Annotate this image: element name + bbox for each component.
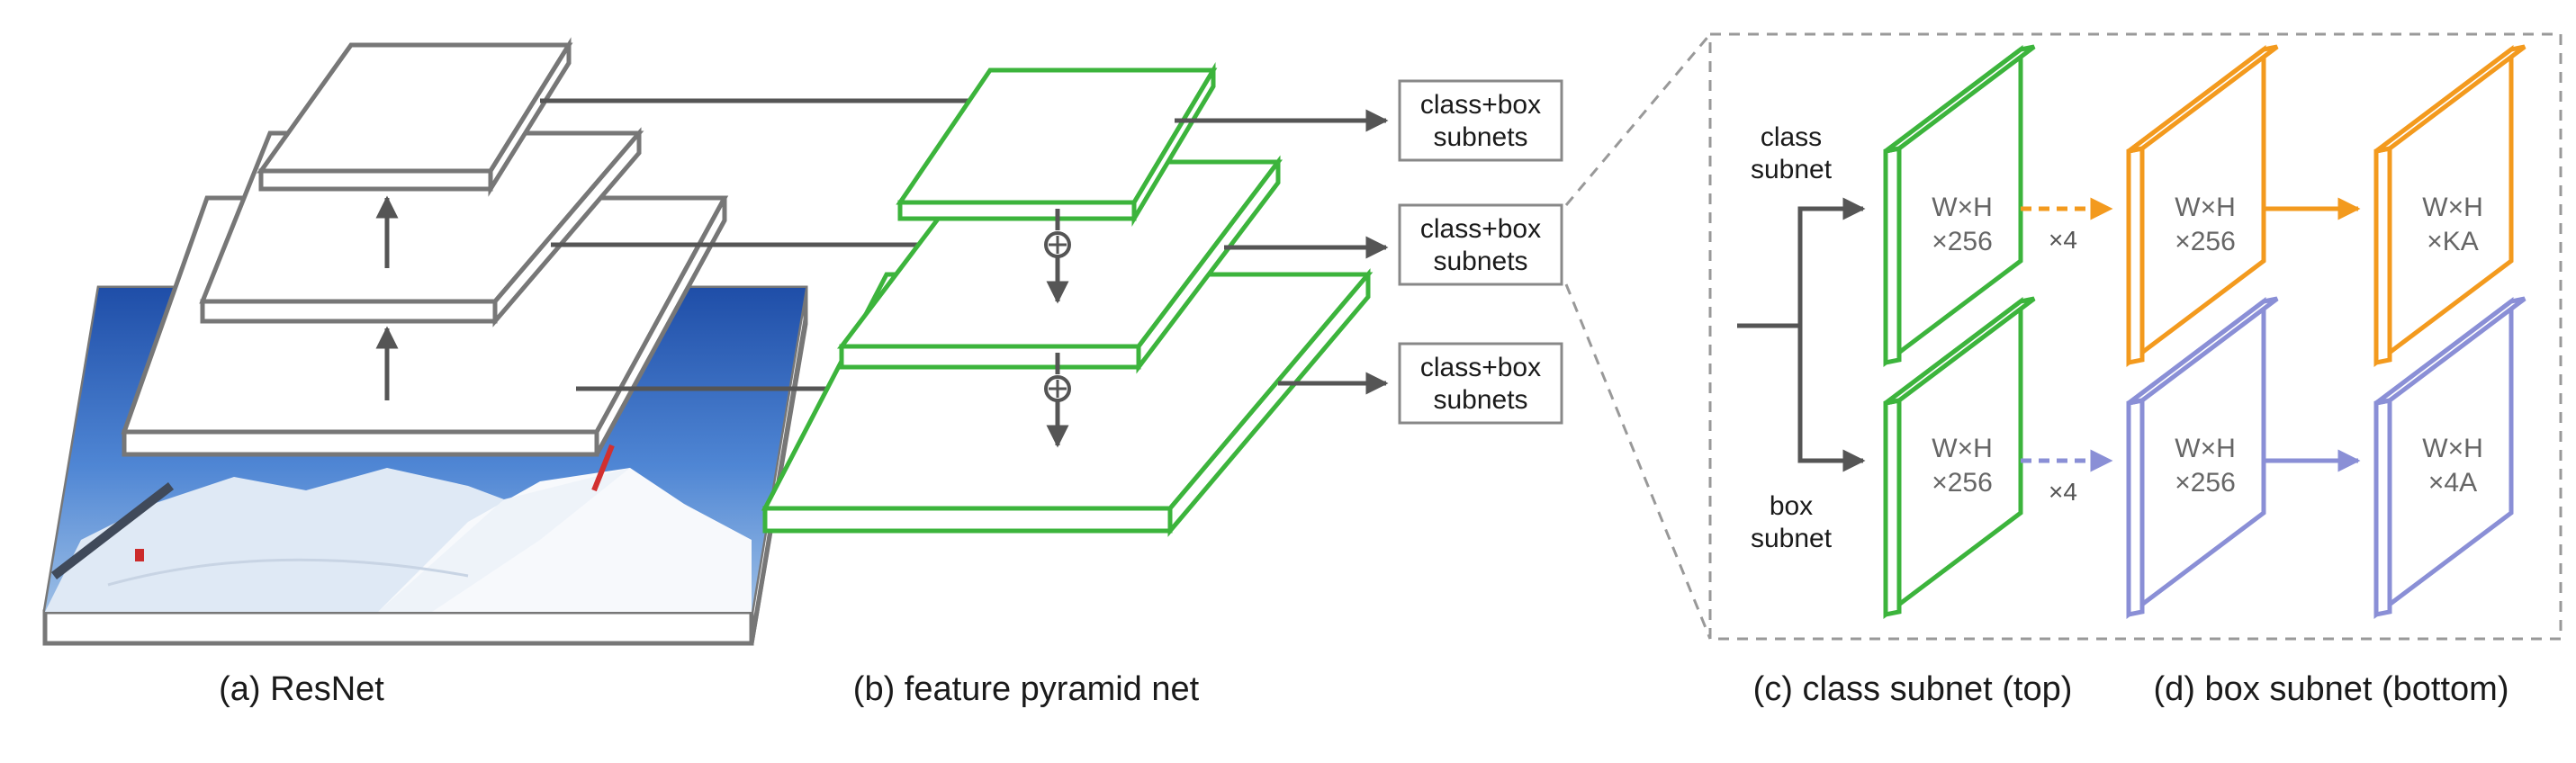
subnet-box-label-line1: class+box xyxy=(1420,90,1541,120)
box-subnet-label-line1: box xyxy=(1770,491,1813,521)
map-label-line2: ×4A xyxy=(2428,468,2477,498)
map-label-line1: W×H xyxy=(2175,434,2236,463)
caption-box-subnet: (d) box subnet (bottom) xyxy=(2154,670,2509,708)
subnet-box-label-line2: subnets xyxy=(1433,385,1527,415)
subnet-box-label-line1: class+box xyxy=(1420,353,1541,382)
map-label-line1: W×H xyxy=(2422,434,2483,463)
caption-resnet: (a) ResNet xyxy=(219,670,384,708)
box-feature-map: W×H ×256 xyxy=(2126,296,2279,620)
box-feature-map: W×H ×256 xyxy=(1883,296,2036,620)
class-feature-map: W×H ×256 xyxy=(2126,44,2279,368)
feature-pyramid xyxy=(761,61,1374,537)
map-label-line1: W×H xyxy=(2422,193,2483,222)
zoom-callout-lines xyxy=(1564,33,1712,640)
map-label-line1: W×H xyxy=(1932,434,1993,463)
resnet-stage-small xyxy=(257,37,573,197)
subnet-panel-frame xyxy=(1708,32,2562,641)
map-label-line2: ×256 xyxy=(2175,227,2236,256)
sum-node xyxy=(1044,375,1071,402)
subnet-box: class+box subnets xyxy=(1398,342,1563,425)
resnet-backbone xyxy=(42,37,808,646)
subnet-detail-panel: class subnet box subnet W×H ×256 W×H ×25… xyxy=(1708,32,2562,641)
map-label-line2: ×KA xyxy=(2427,227,2479,256)
box-subnet-label-line2: subnet xyxy=(1751,524,1833,553)
class-subnet-label-line1: class xyxy=(1761,122,1822,152)
subnet-box: class+box subnets xyxy=(1398,79,1563,162)
map-label-line1: W×H xyxy=(2175,193,2236,222)
subnet-box: class+box subnets xyxy=(1398,203,1563,286)
subnet-box-label-line1: class+box xyxy=(1420,214,1541,244)
box-repeat-label: ×4 xyxy=(2049,478,2077,506)
map-label-line2: ×256 xyxy=(1932,227,1993,256)
map-label-line2: ×256 xyxy=(2175,468,2236,498)
sum-node xyxy=(1044,231,1071,258)
map-label-line1: W×H xyxy=(1932,193,1993,222)
class-repeat-label: ×4 xyxy=(2049,226,2077,254)
class-subnet-label-line2: subnet xyxy=(1751,155,1833,184)
class-output-map: W×H ×KA xyxy=(2373,44,2526,368)
subnet-box-label-line2: subnets xyxy=(1433,247,1527,276)
class-feature-map: W×H ×256 xyxy=(1883,44,2036,368)
map-label-line2: ×256 xyxy=(1932,468,1993,498)
caption-class-subnet: (c) class subnet (top) xyxy=(1753,670,2073,708)
caption-fpn: (b) feature pyramid net xyxy=(853,670,1200,708)
fpn-to-subnet-arrows xyxy=(1175,109,1389,395)
fpn-level-small xyxy=(896,61,1218,228)
subnet-box-label-line2: subnets xyxy=(1433,122,1527,152)
subnet-input-fork xyxy=(1737,197,1866,472)
box-output-map: W×H ×4A xyxy=(2373,296,2526,620)
